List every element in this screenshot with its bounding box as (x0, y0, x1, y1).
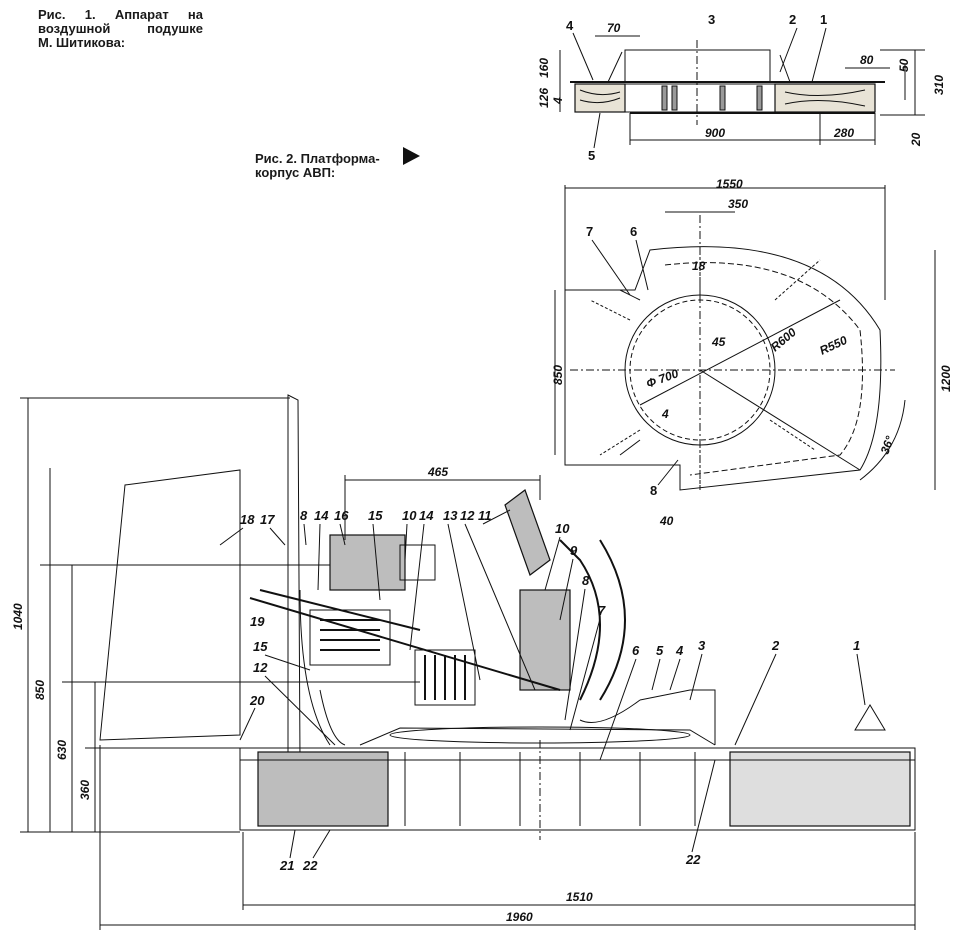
callout-20: 20 (249, 693, 265, 708)
platform-plan-view: 1550 350 18 45 Φ 700 R600 R550 850 1200 … (551, 177, 953, 528)
callout-22: 22 (302, 858, 318, 873)
dim-900: 900 (705, 126, 725, 140)
dim-18: 18 (692, 259, 706, 273)
callout-22: 22 (685, 852, 701, 867)
platform-section-view: 4 3 2 1 5 70 80 50 310 160 126 4 900 280… (537, 12, 946, 163)
callout-13: 13 (443, 508, 458, 523)
callout-6: 6 (630, 224, 637, 239)
callout-8: 8 (300, 508, 308, 523)
dim-850: 850 (551, 365, 565, 385)
dim-350: 350 (728, 197, 748, 211)
dim-80: 80 (860, 53, 874, 67)
dim-126: 126 (537, 88, 551, 108)
dim-360: 360 (78, 780, 92, 800)
caption-line: воздушной подушке (38, 21, 203, 36)
callout-9: 9 (570, 543, 578, 558)
callout-4: 4 (566, 18, 574, 33)
dim-r600: R600 (768, 325, 799, 354)
callout-21: 21 (279, 858, 294, 873)
dim-36-degrees: 36° (878, 434, 897, 456)
callout-2: 2 (789, 12, 796, 27)
dim-1200: 1200 (939, 365, 953, 392)
callout-16: 16 (334, 508, 349, 523)
callout-1: 1 (820, 12, 827, 27)
dim-850: 850 (33, 680, 47, 700)
dim-50: 50 (897, 58, 911, 72)
dim-4: 4 (551, 97, 565, 105)
caption-line: Рис. 1. Аппарат на (38, 7, 203, 22)
dim-r550: R550 (817, 333, 849, 358)
callout-3: 3 (698, 638, 706, 653)
dim-1510: 1510 (566, 890, 593, 904)
dim-20: 20 (909, 132, 923, 147)
callout-14: 14 (314, 508, 329, 523)
callout-3: 3 (708, 12, 715, 27)
hovercraft-side-view: 465 1040 850 630 360 1510 1960 18 17 8 1… (11, 394, 916, 930)
callout-10: 10 (402, 508, 417, 523)
callout-2: 2 (771, 638, 780, 653)
callout-19: 19 (250, 614, 265, 629)
dim-1040: 1040 (11, 603, 25, 630)
callout-10: 10 (555, 521, 570, 536)
caption-line: Рис. 2. Платформа- (255, 151, 380, 166)
dim-70: 70 (607, 21, 621, 35)
callout-14: 14 (419, 508, 434, 523)
callout-1: 1 (853, 638, 860, 653)
caption-line: М. Шитикова: (38, 35, 126, 50)
callout-8: 8 (650, 483, 657, 498)
dim-630: 630 (55, 740, 69, 760)
dim-160: 160 (537, 58, 551, 78)
callout-15: 15 (253, 639, 268, 654)
dim-4: 4 (661, 407, 669, 421)
dim-1550: 1550 (716, 177, 743, 191)
callout-11: 11 (478, 508, 492, 523)
callout-7: 7 (586, 224, 593, 239)
figure-2-caption: Рис. 2. Платформа- корпус АВП: (255, 152, 380, 180)
pointer-arrow-icon (403, 147, 420, 165)
callout-8: 8 (582, 573, 590, 588)
caption-line: корпус АВП: (255, 165, 336, 180)
callout-5: 5 (588, 148, 595, 163)
callout-12: 12 (460, 508, 475, 523)
dim-310: 310 (932, 75, 946, 95)
callout-4: 4 (675, 643, 684, 658)
dim-465: 465 (427, 465, 448, 479)
callout-17: 17 (260, 512, 275, 527)
dim-40: 40 (659, 514, 674, 528)
callout-12: 12 (253, 660, 268, 675)
dim-280: 280 (833, 126, 854, 140)
callout-6: 6 (632, 643, 640, 658)
callout-5: 5 (656, 643, 664, 658)
figure-1-caption: Рис. 1. Аппарат на воздушной подушке М. … (38, 8, 203, 50)
callout-18: 18 (240, 512, 255, 527)
callout-7: 7 (598, 603, 606, 618)
dim-1960: 1960 (506, 910, 533, 924)
callout-15: 15 (368, 508, 383, 523)
dim-45: 45 (711, 335, 726, 349)
